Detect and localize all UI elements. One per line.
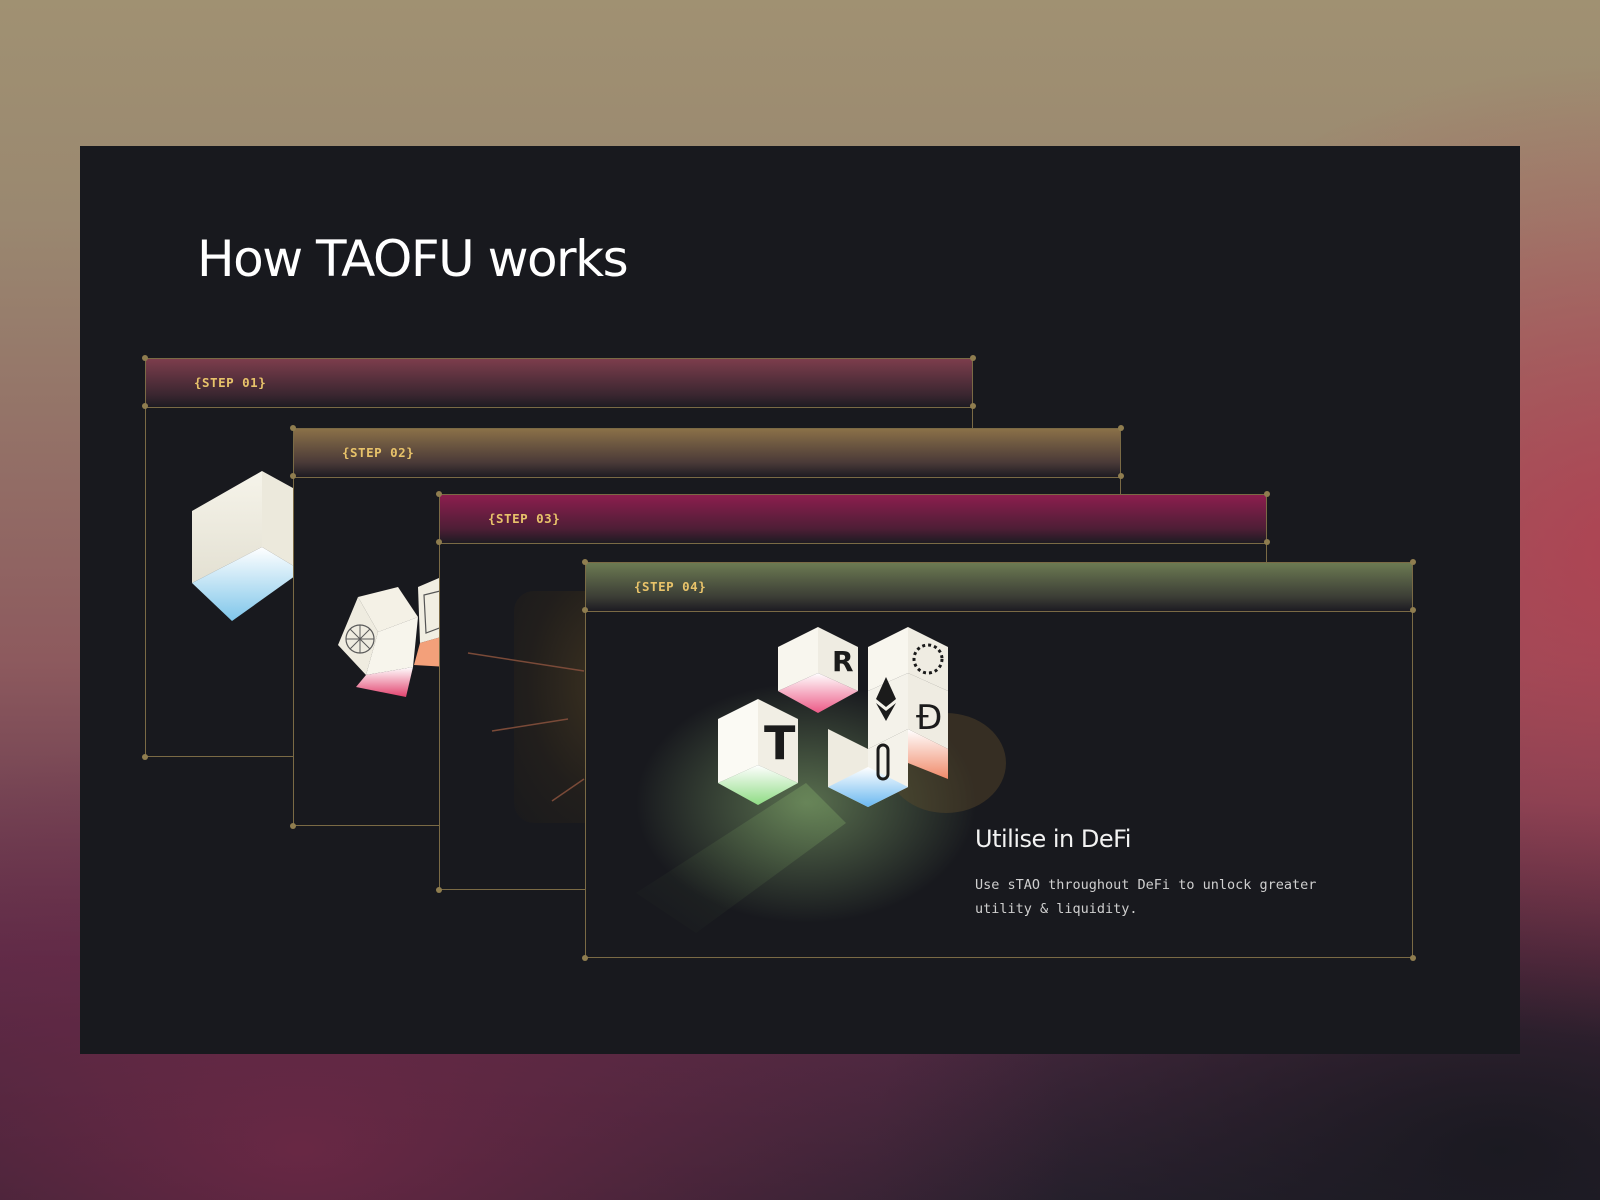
- raydium-icon: R: [778, 627, 858, 713]
- ethereum-icon: [868, 673, 908, 749]
- ray-lines-icon: [467, 652, 585, 802]
- defi-cubes-illustration: R Đ: [636, 627, 1006, 933]
- step-header-01: {STEP 01}: [146, 359, 972, 408]
- cube-illustration-icon: [192, 471, 302, 621]
- step-header-04: {STEP 04}: [586, 563, 1412, 612]
- chainlink-icon: [828, 729, 908, 807]
- wheel-cube-icon: [338, 575, 448, 697]
- step-label-02: {STEP 02}: [342, 445, 415, 460]
- ring-dots-icon: [868, 627, 948, 691]
- step-description-04: Use sTAO throughout DeFi to unlock great…: [975, 877, 1317, 917]
- tao-icon: T: [718, 699, 798, 805]
- step-header-03: {STEP 03}: [440, 495, 1266, 544]
- svg-text:Đ: Đ: [916, 698, 942, 738]
- step-title-04: Utilise in DeFi: [975, 825, 1131, 853]
- step-header-02: {STEP 02}: [294, 429, 1120, 478]
- step-label-03: {STEP 03}: [488, 511, 561, 526]
- dogecoin-icon: Đ: [908, 673, 948, 779]
- how-it-works-section: How TAOFU works {STEP 01} {STEP 02}: [80, 146, 1520, 1054]
- step-label-01: {STEP 01}: [194, 375, 267, 390]
- svg-text:T: T: [764, 716, 796, 770]
- step-card-04[interactable]: {STEP 04}: [582, 559, 1416, 961]
- page-title: How TAOFU works: [197, 230, 629, 288]
- svg-text:R: R: [832, 645, 854, 678]
- step-label-04: {STEP 04}: [634, 579, 707, 594]
